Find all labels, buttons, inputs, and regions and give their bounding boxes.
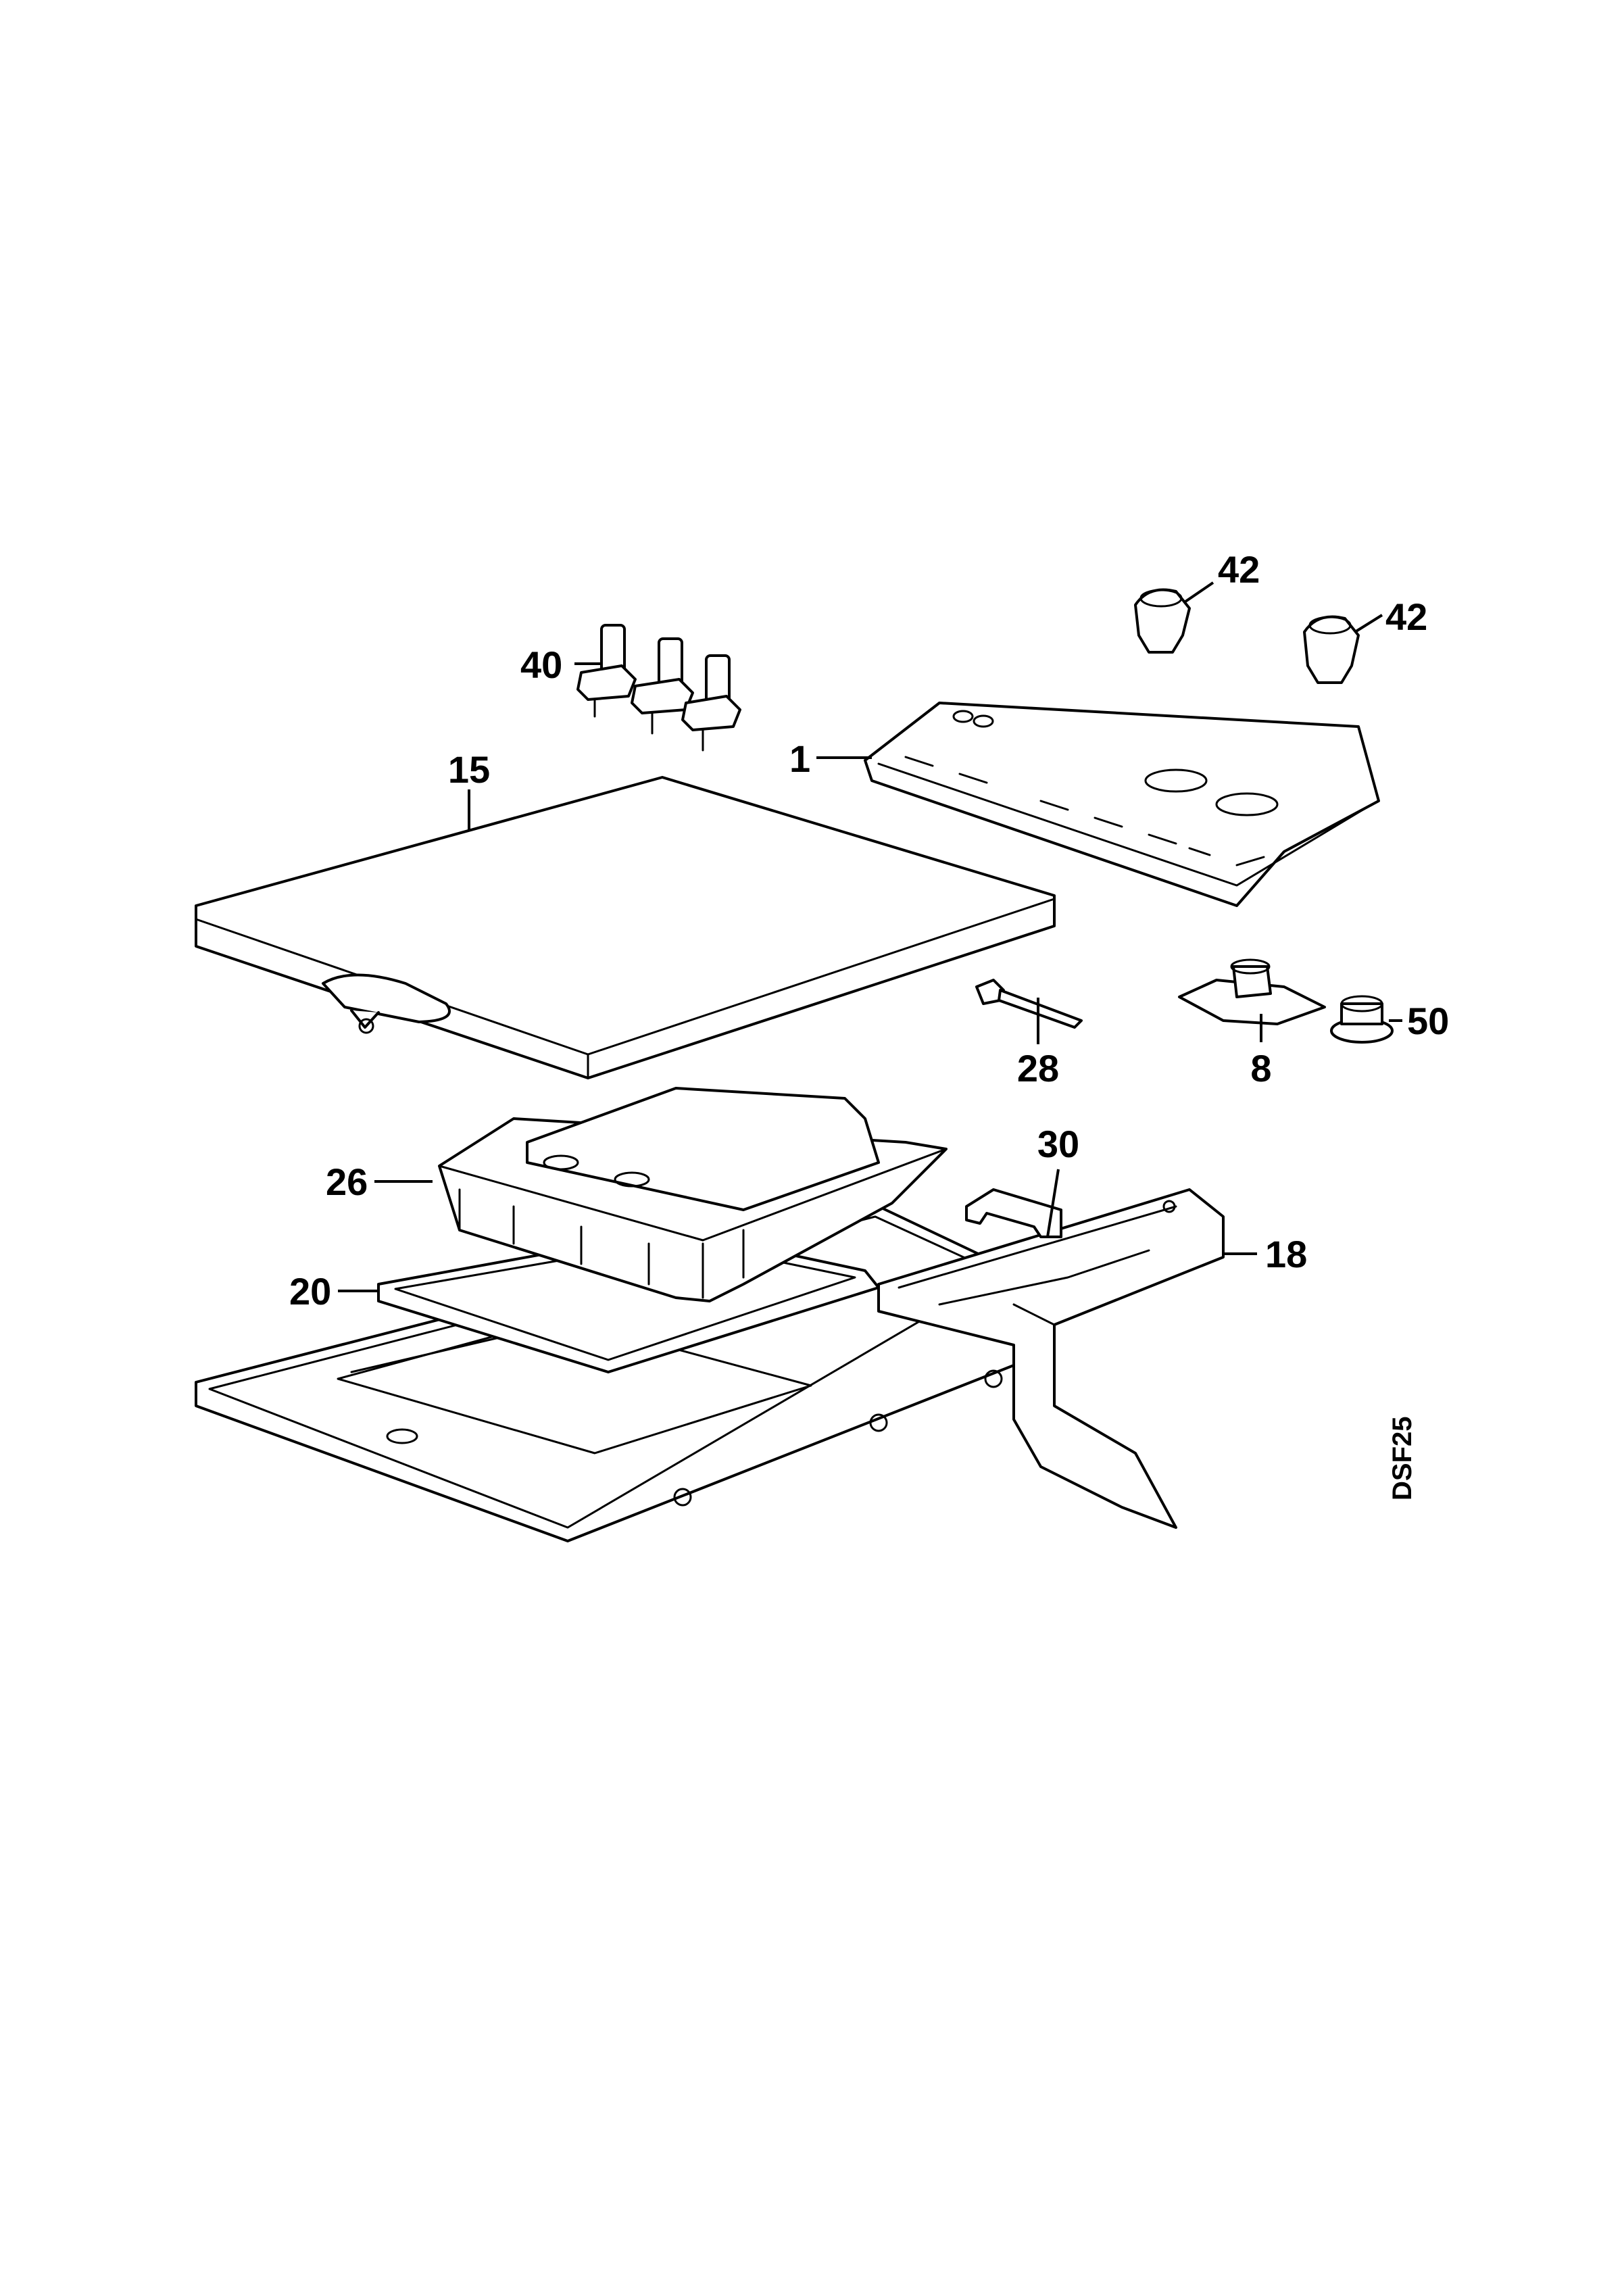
callout-labels: 1 8 15 18 20 26 28 30 40 42 42 50 [289, 548, 1449, 1313]
frame-bracket [877, 1188, 1225, 1529]
callout-20: 20 [289, 1270, 331, 1313]
callout-28: 28 [1017, 1047, 1059, 1090]
selector-plate [1178, 958, 1326, 1025]
callout-40: 40 [520, 643, 562, 686]
knob-lower [1303, 615, 1360, 684]
callout-42-upper: 42 [1218, 548, 1260, 591]
callout-1: 1 [789, 737, 810, 780]
callout-18: 18 [1265, 1233, 1307, 1275]
detergent-drawer [438, 1087, 948, 1302]
knob-upper [1134, 588, 1191, 654]
leader-lines [338, 581, 1402, 1292]
callout-50: 50 [1407, 1000, 1449, 1042]
control-panel [864, 702, 1380, 907]
push-buttons [576, 624, 741, 752]
bushing [1330, 995, 1394, 1044]
callout-15: 15 [448, 748, 490, 791]
callout-8: 8 [1250, 1047, 1271, 1090]
callout-42-lower: 42 [1385, 595, 1427, 638]
drawing-code: DSF25 [1387, 1417, 1417, 1501]
lid [195, 776, 1056, 1079]
pin [975, 979, 1083, 1029]
callout-30: 30 [1037, 1123, 1079, 1165]
callout-26: 26 [326, 1161, 368, 1203]
clip [965, 1188, 1062, 1238]
